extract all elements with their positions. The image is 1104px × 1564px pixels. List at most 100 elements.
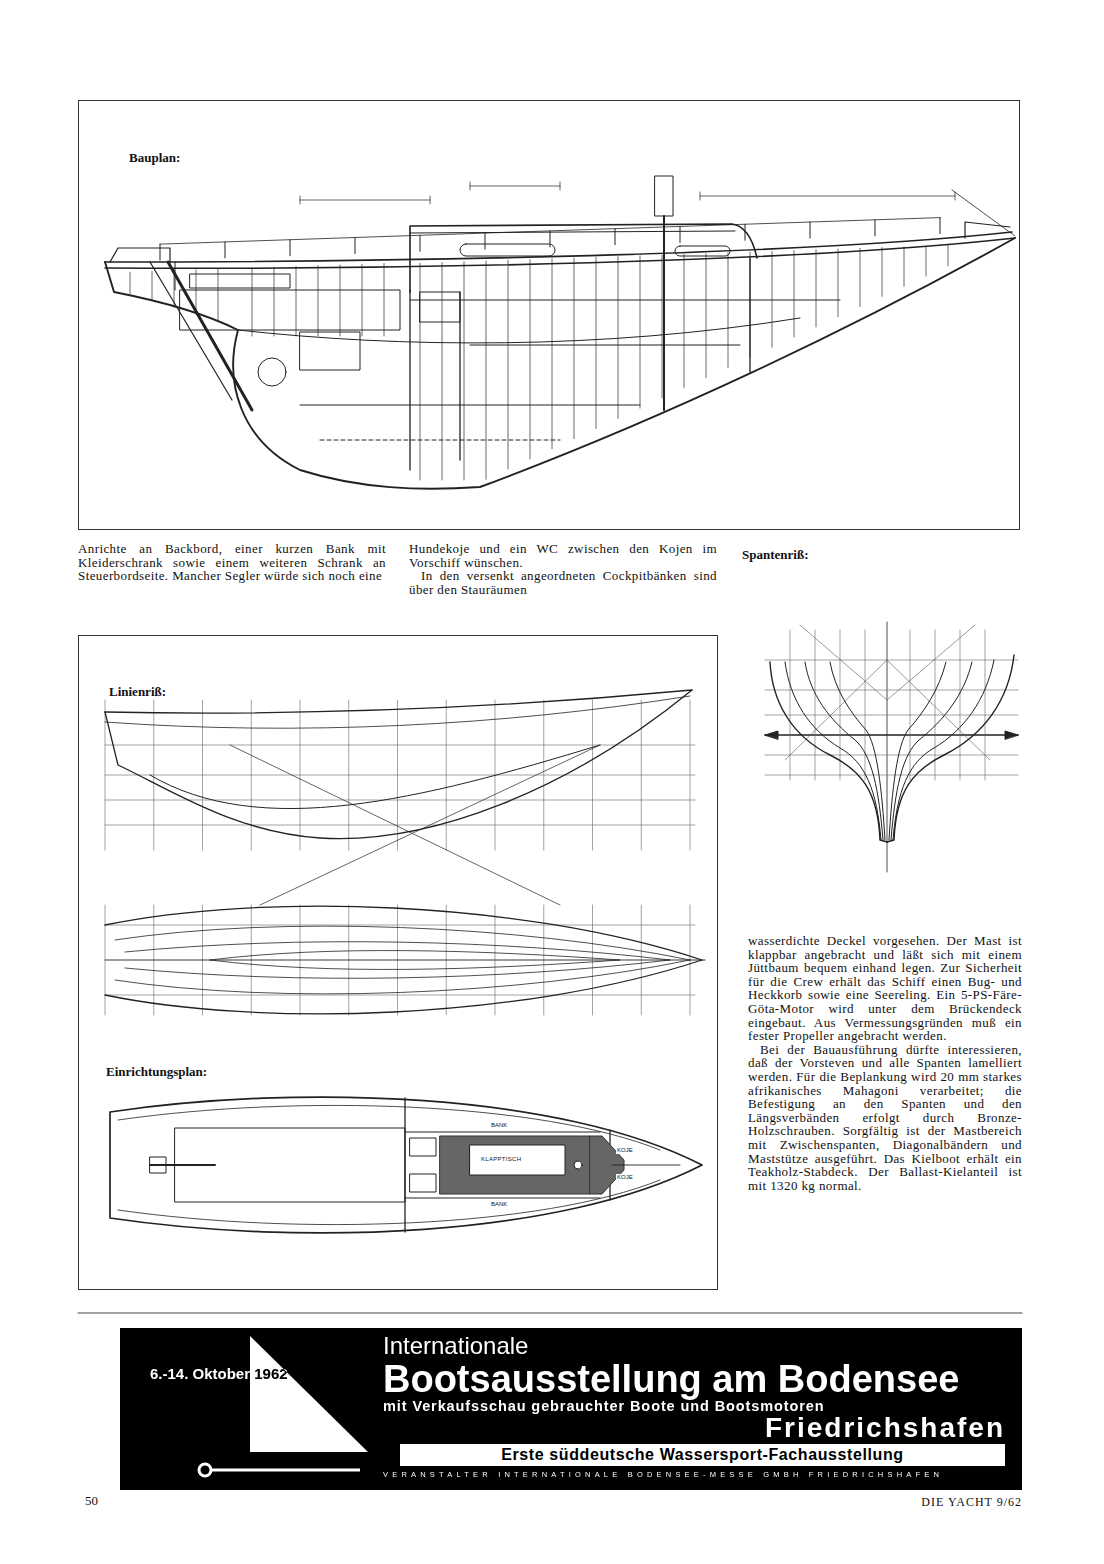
frame-line (384, 264, 385, 336)
drawing-line (785, 662, 881, 840)
drawing-line (612, 1165, 680, 1166)
frame-line (838, 249, 839, 317)
frame-line (662, 255, 663, 398)
drawing-line (105, 232, 1012, 262)
drawing-line (190, 274, 290, 288)
logo-line (211, 1469, 360, 1472)
drawing-line (805, 662, 883, 840)
grid-lines (105, 700, 695, 1015)
frame-line (464, 262, 465, 480)
frame-line (362, 264, 363, 336)
drawing-line (168, 262, 252, 410)
drawing-line (440, 1136, 590, 1194)
drawing-line (150, 1164, 215, 1166)
drawing-line (105, 690, 692, 713)
stanchion (745, 224, 746, 240)
drawing-line (410, 300, 840, 301)
sail-shape (250, 1336, 368, 1452)
stanchion (810, 222, 811, 238)
frame-line (574, 258, 575, 439)
drawing-line (470, 345, 740, 346)
stanchion (485, 233, 486, 249)
drawing-line (300, 405, 640, 406)
rule (78, 1313, 1022, 1314)
frame-line (772, 251, 773, 347)
part-label: BANK (490, 1201, 508, 1208)
drawing-line (78, 176, 1022, 1313)
drawing-line (404, 1098, 405, 1232)
drawing-line (889, 662, 946, 840)
drawing-line (110, 248, 170, 262)
drawing-line (258, 358, 286, 386)
frame-line (596, 257, 597, 428)
frame-line (530, 260, 531, 459)
drawing-line (410, 258, 750, 470)
ad-dates: 6.-14. Oktober 1962 (150, 1366, 288, 1381)
waterline (105, 775, 695, 776)
frame-line (442, 263, 443, 480)
body-text: wasserdichte Deckel vorgesehen. Der Mast… (748, 934, 1022, 1043)
ad-banner: Erste süddeutsche Wassersport-Fachausste… (400, 1444, 1005, 1466)
drawing-line (765, 660, 1018, 775)
drawing-line (300, 332, 360, 370)
frame-line (274, 267, 275, 336)
stanchion (875, 220, 876, 236)
frame-line (486, 261, 487, 479)
construction-plan (105, 176, 1015, 489)
ad-organizer: VERANSTALTER INTERNATIONALE BODENSEE-MES… (383, 1471, 943, 1479)
drawing-line (410, 231, 735, 233)
drawing-line (110, 1097, 702, 1233)
frame-line (794, 251, 795, 337)
drawing-line (887, 655, 1014, 842)
frame-line (640, 256, 641, 408)
text-column: wasserdichte Deckel vorgesehen. Der Mast… (748, 934, 1022, 1192)
frame-line (218, 269, 219, 321)
frame-line (728, 253, 729, 368)
frame-line (552, 259, 553, 449)
text-column: Hundekoje und ein WC zwischen den Kojen … (409, 542, 717, 596)
stanchion (550, 231, 551, 247)
logo-ring (199, 1464, 211, 1476)
drawing-line (105, 238, 1015, 268)
frame-lines (130, 245, 948, 480)
drawing-line (700, 192, 955, 200)
frame-line (252, 268, 253, 336)
frame-line (684, 254, 685, 387)
drawing-line (105, 696, 690, 728)
figure-heading: Bauplan: (129, 150, 180, 166)
drawing-line (105, 238, 1015, 489)
drawing-line (830, 662, 885, 840)
body-text: In den versenkt angeordneten Cockpitbänk… (409, 569, 717, 596)
drawing-line (765, 731, 1018, 739)
drawing-line (210, 951, 620, 970)
drawing-line (893, 660, 994, 840)
waterline (105, 925, 695, 926)
text-column: Anrichte an Backbord, einer kurzen Bank … (78, 542, 386, 583)
stanchion (160, 244, 161, 260)
frame-line (948, 245, 949, 266)
part-label: KOJE (616, 1174, 634, 1181)
drawing-line (790, 630, 985, 780)
drawing-line (965, 222, 1010, 238)
stanchion (420, 235, 421, 251)
drawing-line (785, 625, 990, 760)
frame-line (882, 248, 883, 297)
drawing-line (115, 926, 690, 994)
drawing-line (470, 1145, 565, 1175)
waterline (105, 745, 695, 746)
drawing-line (105, 906, 702, 960)
body-text: Anrichte an Backbord, einer kurzen Bank … (78, 542, 386, 583)
ad-title: Bootsausstellung am Bodensee (383, 1360, 959, 1398)
drawing-line (410, 1174, 436, 1192)
stanchion (355, 238, 356, 254)
figure-heading: Spantenriß: (742, 548, 808, 562)
part-label: KLAPPTISCH (480, 1156, 522, 1163)
frame-line (618, 257, 619, 419)
drawing-line (105, 960, 702, 1014)
section-curves (770, 662, 887, 842)
frame-line (318, 266, 319, 336)
stanchion (940, 218, 941, 234)
drawing-line (405, 1132, 600, 1198)
ad-heading: Internationale (383, 1334, 528, 1358)
drawing-line (675, 246, 730, 256)
